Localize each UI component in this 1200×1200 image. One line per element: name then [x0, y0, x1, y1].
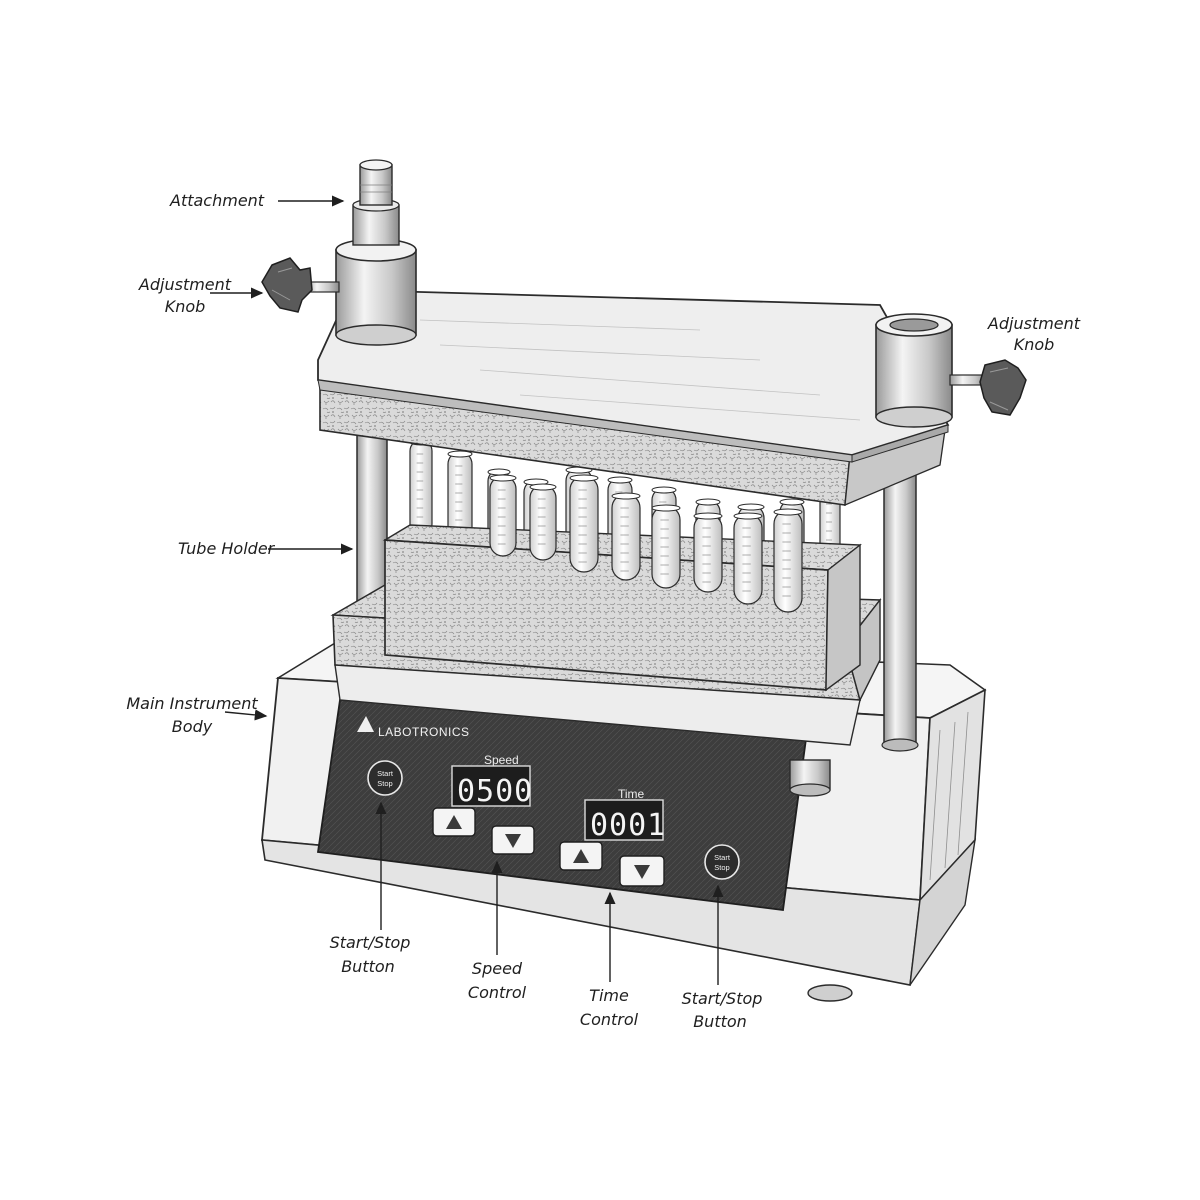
speed-up-button[interactable]: [432, 807, 476, 837]
top-plate: [317, 289, 950, 507]
start-stop-right-line2: Stop: [714, 863, 729, 872]
test-tube: [529, 483, 557, 561]
test-tube: [733, 512, 763, 605]
callout-speed-control: Speed Control: [468, 860, 527, 1002]
callout-start-stop-right-line1: Start/Stop: [682, 989, 763, 1008]
callout-knob-right-line2: Knob: [1014, 335, 1055, 354]
adjustment-knob-left[interactable]: [261, 257, 340, 313]
test-tube: [569, 474, 599, 573]
callout-attachment: Attachment: [169, 191, 345, 210]
speed-down-button[interactable]: [491, 825, 535, 855]
test-tube: [693, 512, 723, 593]
callout-start-stop-left-line1: Start/Stop: [330, 933, 411, 952]
triangle-down-icon: [634, 865, 650, 879]
triangle-up-icon: [573, 849, 589, 863]
start-stop-left-line1: Start: [377, 769, 394, 778]
callout-start-stop-right-line2: Button: [693, 1012, 747, 1031]
test-tube: [409, 438, 433, 536]
callout-tube-holder: Tube Holder: [178, 539, 354, 558]
start-stop-left-line2: Stop: [377, 779, 392, 788]
start-stop-right-line1: Start: [714, 853, 731, 862]
star-knob-icon: [979, 359, 1027, 416]
labotronics-logo-icon: [357, 716, 374, 732]
time-label: Time: [618, 787, 645, 801]
adjustment-knob-right[interactable]: [949, 359, 1027, 416]
callout-speed-control-line1: Speed: [472, 959, 523, 978]
speed-display: [451, 765, 531, 807]
start-stop-button-right[interactable]: Start Stop: [704, 844, 740, 880]
control-panel: LABOTRONICS Speed 0500 Time 0001: [316, 699, 810, 912]
speed-label: Speed: [484, 753, 519, 767]
callout-start-stop-right: Start/Stop Button: [682, 884, 763, 1031]
triangle-up-icon: [446, 815, 462, 829]
callout-knob-left-line2: Knob: [165, 297, 206, 316]
triangle-down-icon: [505, 834, 521, 848]
callout-adjustment-knob-left: Adjustment Knob: [138, 275, 264, 316]
start-stop-button-left[interactable]: Start Stop: [367, 760, 403, 796]
attachment-assembly: [335, 159, 417, 346]
callout-tube-holder-text: Tube Holder: [178, 539, 276, 558]
callout-speed-control-line2: Control: [468, 983, 527, 1002]
callout-attachment-text: Attachment: [169, 191, 265, 210]
speed-value: 0500: [457, 774, 533, 809]
callout-main-body: Main Instrument Body: [126, 694, 268, 736]
test-tube: [773, 508, 803, 613]
test-tube: [489, 474, 517, 557]
time-display: [584, 799, 664, 841]
callout-start-stop-left-line2: Button: [341, 957, 395, 976]
test-tube: [611, 492, 641, 581]
callout-start-stop-left: Start/Stop Button: [330, 801, 411, 976]
callout-main-body-line1: Main Instrument: [126, 694, 258, 713]
callout-time-control-line2: Control: [580, 1010, 639, 1029]
time-down-button[interactable]: [619, 855, 665, 887]
test-tube: [651, 504, 681, 589]
test-tube: [447, 450, 473, 541]
callout-time-control-line1: Time: [589, 986, 629, 1005]
time-value: 0001: [590, 808, 666, 843]
callout-main-body-line2: Body: [172, 717, 213, 736]
right-collar: [875, 313, 953, 428]
callout-knob-left-line1: Adjustment: [138, 275, 232, 294]
callout-time-control: Time Control: [580, 891, 639, 1029]
callout-knob-right-line1: Adjustment: [987, 314, 1081, 333]
time-up-button[interactable]: [559, 841, 603, 871]
test-tubes-front: [489, 474, 803, 613]
star-knob-icon: [261, 257, 313, 313]
callout-adjustment-knob-right: Adjustment Knob: [987, 314, 1081, 354]
brand-label: LABOTRONICS: [378, 725, 470, 739]
